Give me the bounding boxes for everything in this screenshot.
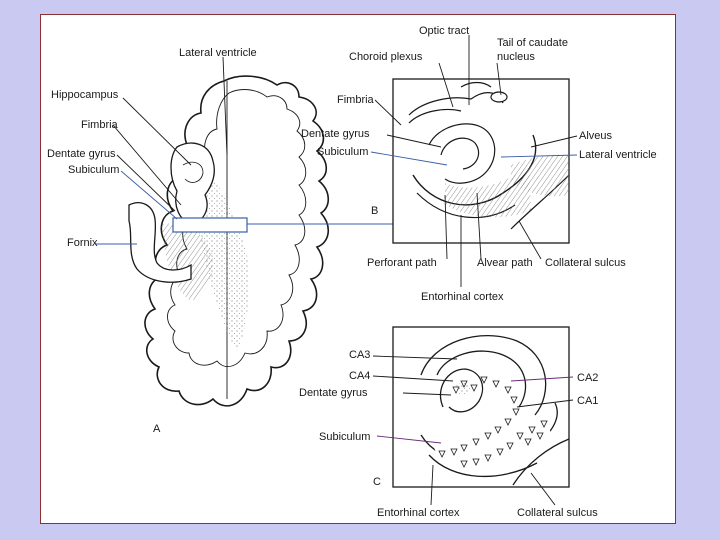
hippocampus-figure — [95, 35, 578, 506]
panel-a-letter: A — [153, 423, 161, 435]
label-hippocampus: Hippocampus — [51, 89, 119, 101]
label-collateral-sulcus-c: Collateral sulcus — [517, 507, 598, 519]
dentate-c — [439, 368, 484, 413]
label-optic-tract: Optic tract — [419, 25, 470, 37]
label-alveus: Alveus — [579, 130, 613, 142]
label-tail-caudate-2: nucleus — [497, 51, 535, 63]
label-entorhinal-cortex-b: Entorhinal cortex — [421, 291, 504, 303]
panel-c-letter: C — [373, 476, 381, 488]
label-lateral-ventricle-a: Lateral ventricle — [179, 47, 257, 59]
label-perforant-path: Perforant path — [367, 257, 437, 269]
label-dentate-gyrus-b: Dentate gyrus — [301, 128, 370, 140]
ca-arc-inner — [436, 350, 527, 408]
dentate-curl — [428, 123, 496, 184]
label-entorhinal-cortex-c: Entorhinal cortex — [377, 507, 460, 519]
ca-arc-outer — [420, 334, 547, 416]
panel-b-letter: B — [371, 205, 379, 217]
label-fornix: Fornix — [67, 237, 98, 249]
label-fimbria-b: Fimbria — [337, 94, 374, 106]
fornix-shape — [128, 202, 192, 283]
label-tail-caudate-1: Tail of caudate — [497, 37, 568, 49]
figure-slide: A B C Lateral ventricle Hippocampus Fimb… — [40, 14, 676, 524]
panel-b — [392, 78, 570, 244]
label-ca3: CA3 — [349, 349, 371, 361]
label-subiculum-c: Subiculum — [319, 431, 371, 443]
label-subiculum-b: Subiculum — [317, 146, 369, 158]
label-ca4: CA4 — [349, 370, 371, 382]
label-dentate-gyrus-c: Dentate gyrus — [299, 387, 368, 399]
label-ca1: CA1 — [577, 395, 599, 407]
label-lateral-ventricle-b: Lateral ventricle — [579, 149, 657, 161]
hippocampus-shape — [170, 142, 215, 224]
brain-outline — [144, 75, 330, 407]
label-choroid-plexus: Choroid plexus — [349, 51, 423, 63]
label-ca2: CA2 — [577, 372, 599, 384]
region-box — [172, 217, 248, 233]
label-subiculum-a: Subiculum — [68, 164, 120, 176]
label-alvear-path: Alvear path — [477, 257, 533, 269]
pointer-lines — [95, 35, 578, 506]
panel-a-brain — [128, 75, 330, 407]
label-fimbria-a: Fimbria — [81, 119, 118, 131]
panel-c — [392, 326, 570, 488]
label-dentate-gyrus-a: Dentate gyrus — [47, 148, 116, 160]
label-collateral-sulcus-b: Collateral sulcus — [545, 257, 626, 269]
